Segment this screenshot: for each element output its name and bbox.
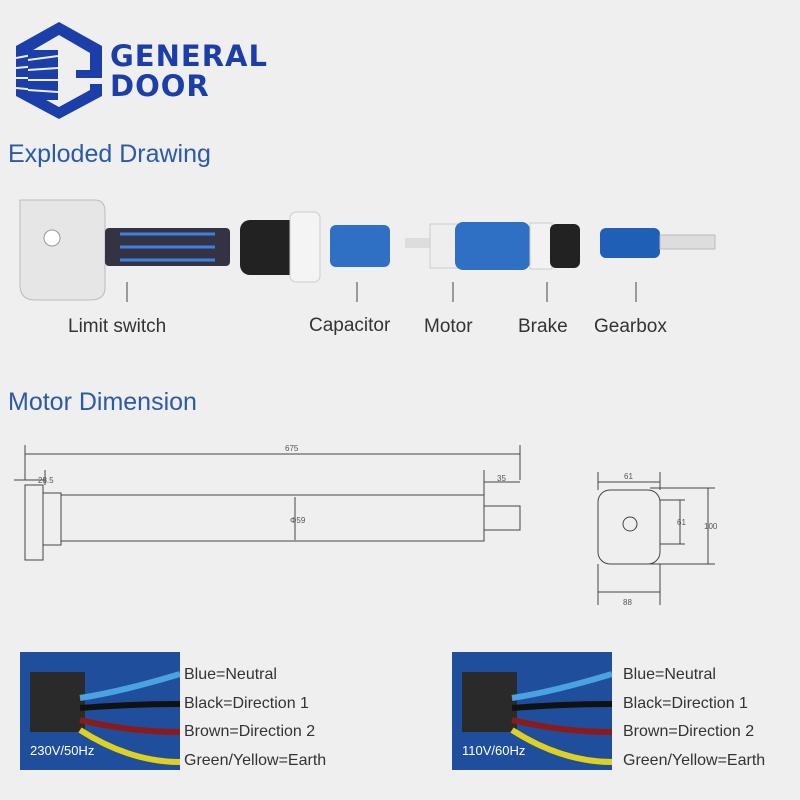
wire-label: Green/Yellow=Earth — [184, 752, 327, 769]
dim-diameter: Φ59 — [290, 516, 306, 525]
part-label-brake: Brake — [518, 316, 568, 337]
dim-height: 100 — [704, 522, 718, 531]
wire-label: Black=Direction 1 — [184, 695, 309, 712]
dim-end: 35 — [497, 474, 506, 483]
wire-label: Green/Yellow=Earth — [623, 752, 766, 769]
motor-dimension-title: Motor Dimension — [8, 388, 197, 416]
voltage-label-110v: 110V/60Hz — [462, 743, 526, 758]
exploded-drawing-title: Exploded Drawing — [8, 140, 211, 168]
part-label-gearbox: Gearbox — [594, 316, 667, 337]
wire-label: Brown=Direction 2 — [184, 723, 316, 740]
wire-label: Blue=Neutral — [184, 666, 277, 683]
wiring-diagram-110v — [452, 652, 612, 770]
dim-width-bottom: 88 — [623, 598, 632, 607]
wire-label: Brown=Direction 2 — [623, 723, 755, 740]
motor-dimension-drawing — [14, 445, 715, 605]
wire-label: Black=Direction 1 — [623, 695, 748, 712]
logo-text-door: DOOR — [110, 69, 210, 103]
wire-label: Blue=Neutral — [623, 666, 716, 683]
logo-text-general: GENERAL — [110, 39, 268, 73]
dim-head: 28.5 — [38, 476, 54, 485]
exploded-drawing-illustration — [19, 199, 716, 302]
part-label-capacitor: Capacitor — [309, 315, 391, 336]
voltage-label-230v: 230V/50Hz — [30, 743, 95, 758]
wiring-diagram-230v — [20, 652, 180, 770]
dim-width-top: 61 — [624, 472, 633, 481]
dim-length: 675 — [285, 444, 299, 453]
part-label-limit-switch: Limit switch — [68, 316, 167, 337]
dim-inner-height: 61 — [677, 518, 686, 527]
part-label-motor: Motor — [424, 316, 473, 337]
logo-mark — [15, 22, 102, 119]
